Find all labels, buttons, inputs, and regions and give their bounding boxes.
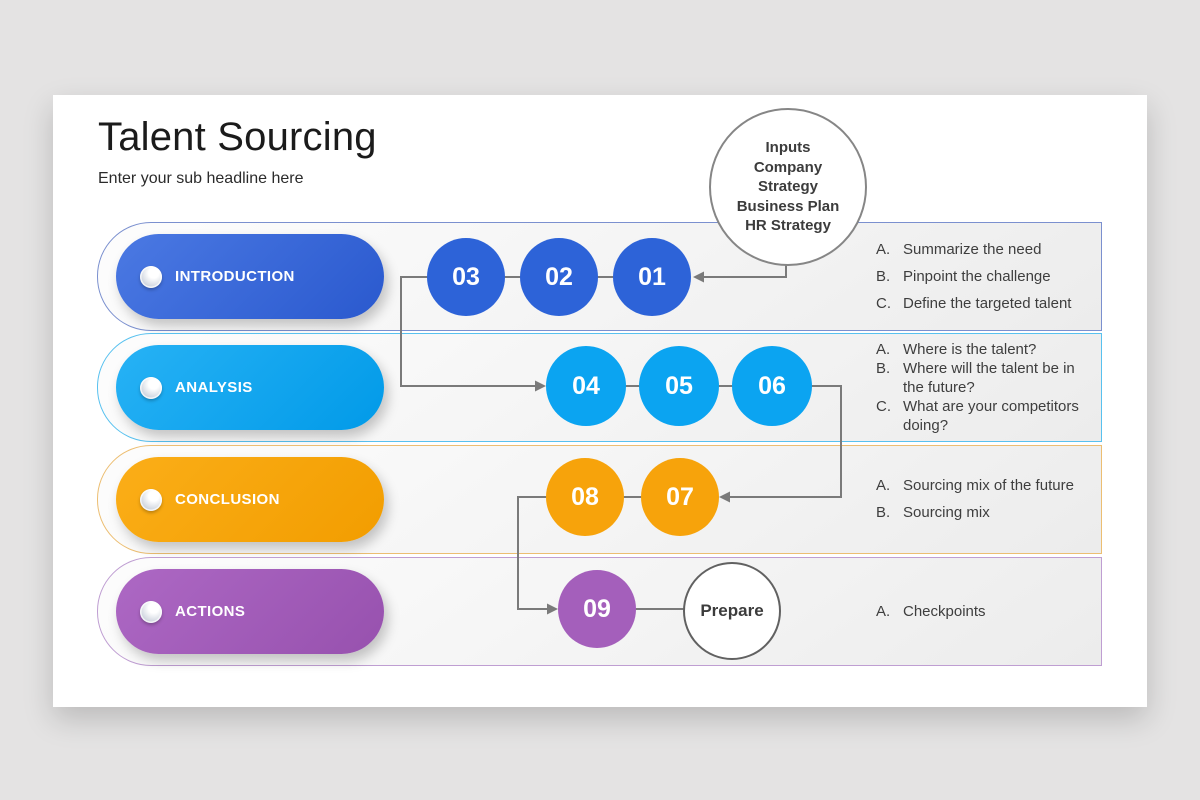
step-circle-06: 06 [732, 346, 812, 426]
item-text: Sourcing mix [903, 504, 990, 521]
item-text: Sourcing mix of the future [903, 477, 1074, 494]
step-circle-07: 07 [641, 458, 719, 536]
row-label: INTRODUCTION [175, 268, 295, 285]
step-number: 03 [452, 262, 480, 291]
list-item: A. Sourcing mix of the future [876, 476, 1101, 496]
item-text: Define the targeted talent [903, 294, 1072, 312]
bullet-circle-icon [140, 265, 162, 288]
conclusion-pill: CONCLUSION [116, 457, 384, 542]
analysis-pill: ANALYSIS [116, 345, 384, 430]
inputs-line: Strategy [757, 178, 818, 196]
step-number: 06 [758, 371, 786, 400]
inputs-circle: Inputs Company Strategy Business Plan HR… [709, 108, 867, 266]
conclusion-items: A. Sourcing mix of the future B. Sourcin… [876, 446, 1101, 553]
item-letter: C. [876, 294, 891, 312]
list-item: A. Checkpoints [876, 602, 1101, 622]
item-letter: A. [876, 602, 891, 620]
item-text: Checkpoints [903, 602, 986, 620]
list-item: B. Pinpoint the challenge [876, 267, 1101, 287]
list-item: C. What are your competitors doing? [876, 397, 1101, 435]
step-circle-03: 03 [427, 238, 505, 316]
page-subtitle: Enter your sub headline here [98, 170, 304, 187]
item-text: Where will the talent be in the future? [903, 360, 1075, 396]
actions-pill: ACTIONS [116, 569, 384, 654]
prepare-circle: Prepare [683, 562, 781, 660]
item-text: Where is the talent? [903, 341, 1037, 358]
step-circle-01: 01 [613, 238, 691, 316]
prepare-label: Prepare [700, 601, 764, 620]
step-number: 07 [666, 482, 694, 511]
item-letter: C. [876, 398, 891, 415]
step-number: 04 [572, 371, 600, 400]
step-number: 08 [571, 482, 599, 511]
item-letter: B. [876, 267, 891, 285]
slide-header: Talent Sourcing Enter your sub headline … [98, 115, 377, 188]
inputs-line: HR Strategy [745, 217, 831, 235]
row-label: CONCLUSION [175, 491, 280, 508]
step-circle-02: 02 [520, 238, 598, 316]
bullet-circle-icon [140, 600, 162, 623]
list-item: B. Sourcing mix [876, 503, 1101, 523]
bullet-circle-icon [140, 488, 162, 511]
page-title: Talent Sourcing [98, 115, 377, 159]
inputs-line: Business Plan [736, 197, 840, 215]
step-circle-08: 08 [546, 458, 624, 536]
step-circle-04: 04 [546, 346, 626, 426]
row-label: ACTIONS [175, 603, 246, 620]
list-item: B. Where will the talent be in the futur… [876, 359, 1101, 397]
step-circle-05: 05 [639, 346, 719, 426]
bullet-circle-icon [140, 376, 162, 399]
list-item: A. Summarize the need [876, 240, 1101, 260]
item-letter: A. [876, 477, 891, 494]
introduction-pill: INTRODUCTION [116, 234, 384, 319]
inputs-circle-text: Inputs Company Strategy Business Plan HR… [737, 138, 840, 236]
introduction-items: A. Summarize the need B. Pinpoint the ch… [876, 223, 1101, 330]
row-label: ANALYSIS [175, 379, 253, 396]
inputs-line: Inputs [765, 139, 811, 157]
item-text: Summarize the need [903, 240, 1042, 258]
step-circle-09: 09 [558, 570, 636, 648]
item-text: What are your competitors doing? [903, 398, 1079, 434]
item-text: Pinpoint the challenge [903, 267, 1051, 285]
analysis-items: A. Where is the talent? B. Where will th… [876, 334, 1101, 441]
slide-canvas: Talent Sourcing Enter your sub headline … [53, 95, 1147, 707]
list-item: A. Where is the talent? [876, 340, 1101, 359]
list-item: C. Define the targeted talent [876, 294, 1101, 314]
step-number: 02 [545, 262, 573, 291]
item-letter: B. [876, 504, 891, 521]
item-letter: A. [876, 240, 891, 258]
step-number: 05 [665, 371, 693, 400]
step-number: 01 [638, 262, 666, 291]
item-letter: A. [876, 341, 891, 358]
step-number: 09 [583, 594, 611, 623]
actions-items: A. Checkpoints [876, 558, 1101, 665]
inputs-line: Company [753, 158, 823, 176]
item-letter: B. [876, 360, 891, 377]
